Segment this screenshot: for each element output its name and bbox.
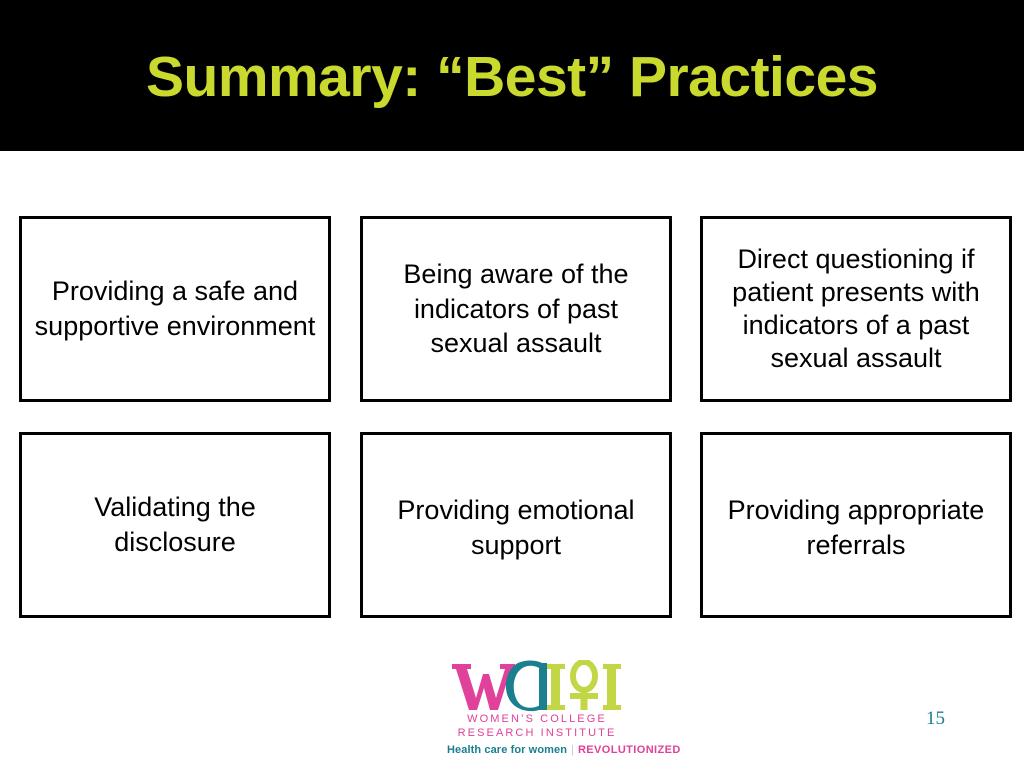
logo-letter-w-icon [452, 664, 515, 710]
best-practices-grid: Providing a safe and supportive environm… [19, 216, 1012, 618]
practice-box-1[interactable]: Providing a safe and supportive environm… [19, 216, 331, 402]
practice-box-6-label: Providing appropriate referrals [727, 495, 985, 560]
practice-box-1-label: Providing a safe and supportive environm… [34, 276, 316, 341]
practice-box-6[interactable]: Providing appropriate referrals [700, 432, 1012, 618]
wcri-line-1: WOMEN’S COLLEGE [467, 713, 607, 725]
practice-box-5[interactable]: Providing emotional support [360, 432, 672, 618]
wcri-tagline-right: REVOLUTIONIZED [577, 744, 681, 756]
practice-box-2[interactable]: Being aware of the indicators of past se… [360, 216, 672, 402]
practice-box-3-label: Direct questioning if patient presents w… [732, 244, 980, 373]
title-band: Summary: “Best” Practices [0, 0, 1024, 151]
practice-box-2-label: Being aware of the indicators of past se… [403, 259, 629, 359]
wcri-logo: WOMEN’S COLLEGE RESEARCH INSTITUTE Healt… [447, 659, 680, 758]
practice-box-4[interactable]: Validating the disclosure [19, 432, 331, 618]
wcri-line-2: RESEARCH INSTITUTE [457, 727, 617, 739]
wcri-tagline: Health care for women|REVOLUTIONIZED [447, 743, 680, 757]
page-number: 15 [926, 708, 945, 729]
wcri-tagline-separator: | [571, 744, 574, 756]
wcri-wordmark-svg [452, 659, 621, 712]
wcri-tagline-left: Health care for women [447, 744, 568, 756]
practice-box-5-label: Providing emotional support [397, 495, 635, 560]
logo-letter-c-icon [505, 660, 547, 712]
wcri-wordmark-icon [447, 659, 627, 712]
logo-letters-ri-icon [547, 659, 621, 710]
wcri-name-lines: WOMEN’S COLLEGE RESEARCH INSTITUTE Healt… [447, 712, 680, 757]
page-title: Summary: “Best” Practices [145, 44, 879, 109]
practice-box-4-label: Validating the disclosure [94, 492, 256, 557]
practice-box-3[interactable]: Direct questioning if patient presents w… [700, 216, 1012, 402]
